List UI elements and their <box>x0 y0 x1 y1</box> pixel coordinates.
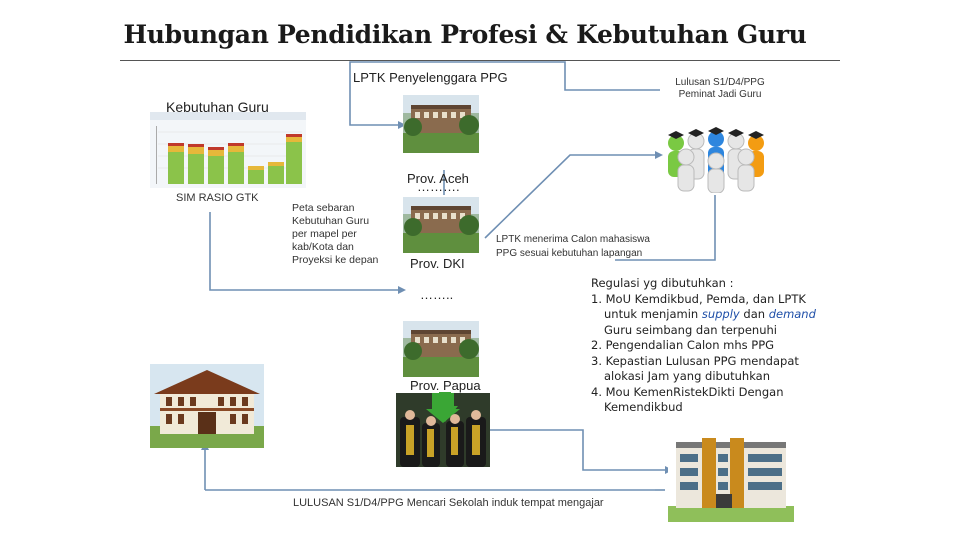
prov-dki-label: Prov. DKI <box>410 256 465 271</box>
dots-2: …….. <box>420 287 454 302</box>
regulasi-item-4a: 4. Mou KemenRistekDikti Dengan <box>591 384 784 399</box>
lptk-menerima-label: LPTK menerima Calon mahasiswa PPG sesuai… <box>496 234 650 259</box>
sim-rasio-label: SIM RASIO GTK <box>176 192 259 204</box>
arrowhead-lptk <box>398 121 406 129</box>
kebutuhan-guru-label: Kebutuhan Guru <box>166 99 269 115</box>
lulusan-mencari-label: LULUSAN S1/D4/PPG Mencari Sekolah induk … <box>293 497 604 509</box>
graduates-icon <box>668 127 764 193</box>
peta-sebaran-label: Peta sebaran Kebutuhan Guru per mapel pe… <box>292 202 379 266</box>
regulasi-item-3a: 3. Kepastian Lulusan PPG mendapat <box>591 353 799 368</box>
campus-photo-aceh <box>403 95 479 153</box>
connector-lptk-graduates <box>484 154 655 239</box>
arrowhead-graduates <box>655 151 663 159</box>
title-divider <box>120 60 840 61</box>
regulasi-dan: dan <box>743 307 766 321</box>
school-building-right <box>668 428 794 522</box>
campus-photo-dki <box>403 197 479 253</box>
regulasi-item-3b: alokasi Jam yang dibutuhkan <box>604 369 770 383</box>
regulasi-supply: supply <box>701 307 740 321</box>
regulasi-item-1b-text: untuk menjamin <box>604 307 699 321</box>
page-title: Hubungan Pendidikan Profesi & Kebutuhan … <box>123 20 807 49</box>
prov-papua-label: Prov. Papua <box>410 378 481 393</box>
arrowhead-dki <box>398 286 406 294</box>
regulasi-item-1b: untuk menjamin supply dan demand <box>591 307 821 323</box>
down-arrow-icon <box>432 392 458 422</box>
regulasi-item-1c: Guru seimbang dan terpenuhi <box>604 322 777 337</box>
connector-graduates-down <box>615 195 716 261</box>
connector-ceremony-school <box>490 429 665 471</box>
regulasi-heading: Regulasi yg dibutuhkan : <box>591 276 734 290</box>
connector-peminat-lptk <box>349 61 660 126</box>
graduation-ceremony-photo <box>396 393 490 467</box>
dots-1: ………. <box>417 179 460 194</box>
lptk-label: LPTK Penyelenggara PPG <box>353 70 508 85</box>
regulasi-item-1a: 1. MoU Kemdikbud, Pemda, dan LPTK <box>591 291 806 306</box>
campus-photo-papua <box>403 321 479 377</box>
school-building-left <box>150 364 264 448</box>
prov-aceh-label: Prov. Aceh <box>407 171 469 186</box>
regulasi-list: Regulasi yg dibutuhkan : 1. MoU Kemdikbu… <box>591 276 821 416</box>
connector-sim-dki <box>209 212 398 291</box>
regulasi-item-4b: Kemendikbud <box>604 400 683 414</box>
lulusan-peminat-label: Lulusan S1/D4/PPG Peminat Jadi Guru <box>675 77 765 100</box>
regulasi-item-2: 2. Pengendalian Calon mhs PPG <box>591 338 775 352</box>
bar-chart-thumbnail <box>150 112 306 188</box>
regulasi-demand: demand <box>768 307 816 321</box>
